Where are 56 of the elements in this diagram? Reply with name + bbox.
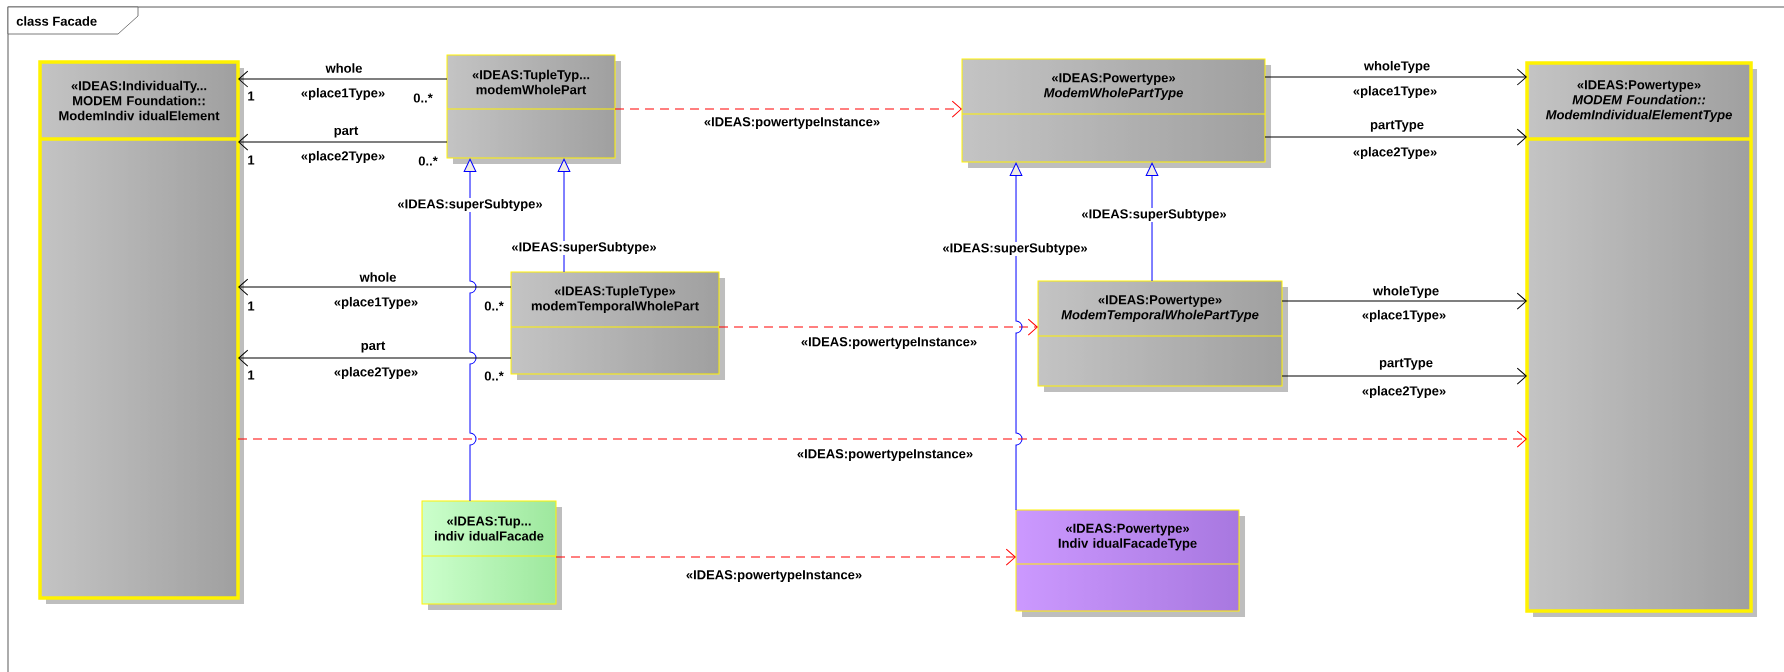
edge-label: whole	[358, 271, 398, 283]
multiplicity: 1	[248, 370, 255, 380]
multiplicity: 1	[248, 155, 255, 165]
connector-arrow	[557, 158, 571, 273]
edge-label: «IDEAS:superSubtype»	[1080, 207, 1228, 223]
multiplicity: 0..*	[484, 301, 504, 311]
connector-arrow	[555, 548, 1016, 566]
edge-label: partType	[1369, 119, 1425, 133]
class-box: «IDEAS:IndividualTy... MODEM Foundation:: ModemIndiv idualElement	[38, 60, 244, 604]
edge-label: «IDEAS:powertypeInstance»	[684, 569, 864, 583]
multiplicity: 0..*	[484, 371, 504, 381]
multiplicity: 0..*	[418, 156, 438, 166]
class-box: «IDEAS:Powertype» Indiv idualFacadeType	[1015, 509, 1245, 617]
connector-arrow	[238, 133, 448, 151]
edge-label: whole	[324, 62, 364, 74]
class-box: «IDEAS:Powertype» ModemWholePartType	[961, 58, 1271, 168]
connector-arrow	[463, 158, 477, 502]
frame-title: class Facade	[7, 6, 139, 35]
edge-label: wholeType	[1371, 284, 1441, 300]
edge-label: part	[332, 125, 360, 139]
edge-label: «IDEAS:superSubtype»	[396, 197, 544, 213]
edge-label: wholeType	[1362, 59, 1432, 75]
connector-arrow	[238, 70, 448, 88]
connector-arrow	[1281, 367, 1527, 385]
connector-arrow	[1264, 128, 1527, 146]
class-box: «IDEAS:TupleType» modemTemporalWholePart	[510, 271, 725, 380]
role-stereotype: «place2Type»	[301, 150, 385, 164]
class-box: «IDEAS:Powertype» ModemTemporalWholePartType	[1037, 280, 1288, 392]
multiplicity: 1	[248, 91, 255, 101]
connector-arrow	[718, 318, 1038, 336]
edge-label: «IDEAS:superSubtype»	[941, 241, 1089, 257]
role-stereotype: «place1Type»	[1353, 85, 1437, 99]
role-stereotype: «place1Type»	[334, 296, 418, 310]
edge-label: «IDEAS:superSubtype»	[510, 240, 658, 256]
class-box: «IDEAS:Tup... indiv idualFacade	[421, 500, 562, 610]
connector-arrow	[1281, 292, 1527, 310]
edge-label: «IDEAS:powertypeInstance»	[799, 336, 979, 350]
multiplicity: 0..*	[413, 93, 433, 103]
connector-arrow	[614, 100, 962, 118]
class-box: «IDEAS:Powertype» MODEM Foundation:: ModemIndividualElementType	[1525, 61, 1757, 617]
edge-label: «IDEAS:powertypeInstance»	[795, 448, 975, 462]
connector-arrow	[238, 349, 512, 367]
edge-label: part	[359, 340, 387, 354]
role-stereotype: «place1Type»	[301, 87, 385, 101]
connector-arrow	[1264, 68, 1527, 86]
connector-arrow	[1145, 162, 1159, 282]
role-stereotype: «place2Type»	[1362, 385, 1446, 399]
connector-arrow	[1009, 162, 1023, 511]
class-box: «IDEAS:TupleTyp... modemWholePart	[446, 54, 621, 164]
role-stereotype: «place1Type»	[1362, 309, 1446, 323]
connector-arrow	[238, 278, 512, 296]
role-stereotype: «place2Type»	[334, 366, 418, 380]
connector-arrow	[237, 430, 1527, 448]
edge-label: «IDEAS:powertypeInstance»	[702, 116, 882, 130]
role-stereotype: «place2Type»	[1353, 146, 1437, 160]
edge-label: partType	[1378, 357, 1434, 371]
